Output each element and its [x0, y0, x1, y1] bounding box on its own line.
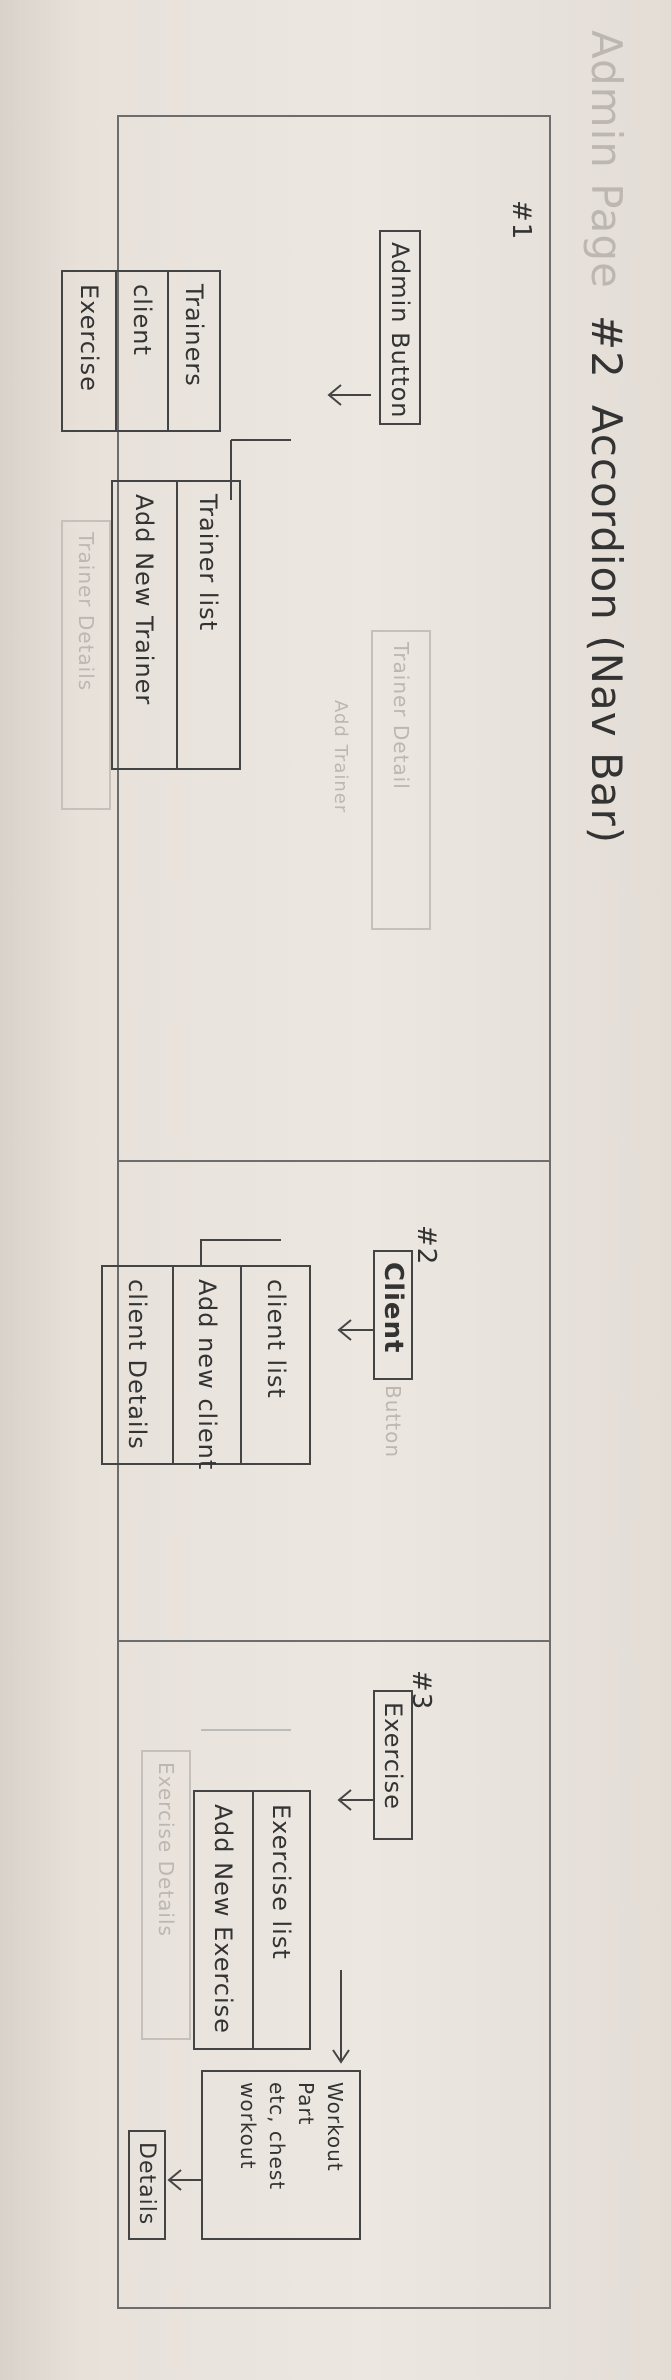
menu-item-trainers[interactable]: Trainers [167, 272, 219, 430]
section-1-number: #1 [506, 200, 536, 241]
add-new-trainer-item[interactable]: Add New Trainer [130, 494, 159, 706]
note-line-3: etc, chest [265, 2082, 289, 2191]
add-new-exercise-item[interactable]: Add New Exercise [209, 1804, 238, 2034]
client-button[interactable]: Client [373, 1250, 413, 1380]
admin-button[interactable]: Admin Button [379, 230, 421, 425]
faint-exercise-details: Exercise Details [141, 1750, 191, 2040]
section-2-number: #2 [411, 1225, 441, 1266]
details-button[interactable]: Details [128, 2130, 166, 2240]
trainer-submenu: Trainer list Add New Trainer [111, 480, 241, 770]
exercise-submenu: Exercise list Add New Exercise [193, 1790, 311, 2050]
faint-trainer-detail-box: Trainer Detail [371, 630, 431, 930]
workout-note-box: Workout Part etc, chest workout [201, 2070, 361, 2240]
faint-add-trainer: Add Trainer [330, 700, 351, 814]
menu-item-client[interactable]: client [115, 272, 168, 430]
trainer-list-item[interactable]: Trainer list [176, 482, 239, 768]
faint-trainer-details: Trainer Details [61, 520, 111, 810]
faint-trainer-detail-text: Trainer Detail [389, 642, 413, 790]
client-list-item[interactable]: client list [240, 1267, 309, 1463]
note-line-4: workout [236, 2082, 260, 2170]
client-details-item[interactable]: client Details [123, 1279, 152, 1450]
exercise-list-item[interactable]: Exercise list [252, 1792, 309, 2048]
client-submenu: client list Add new client client Detail… [101, 1265, 311, 1470]
add-new-client-item[interactable]: Add new client [171, 1267, 241, 1470]
menu-item-exercise[interactable]: Exercise [75, 284, 104, 392]
note-line-1: Workout [323, 2082, 347, 2172]
note-line-2: Part [294, 2082, 318, 2126]
admin-menu-list: Trainers client Exercise [61, 270, 221, 432]
faint-button-label: Button [381, 1385, 405, 1458]
exercise-button[interactable]: Exercise [373, 1690, 413, 1840]
